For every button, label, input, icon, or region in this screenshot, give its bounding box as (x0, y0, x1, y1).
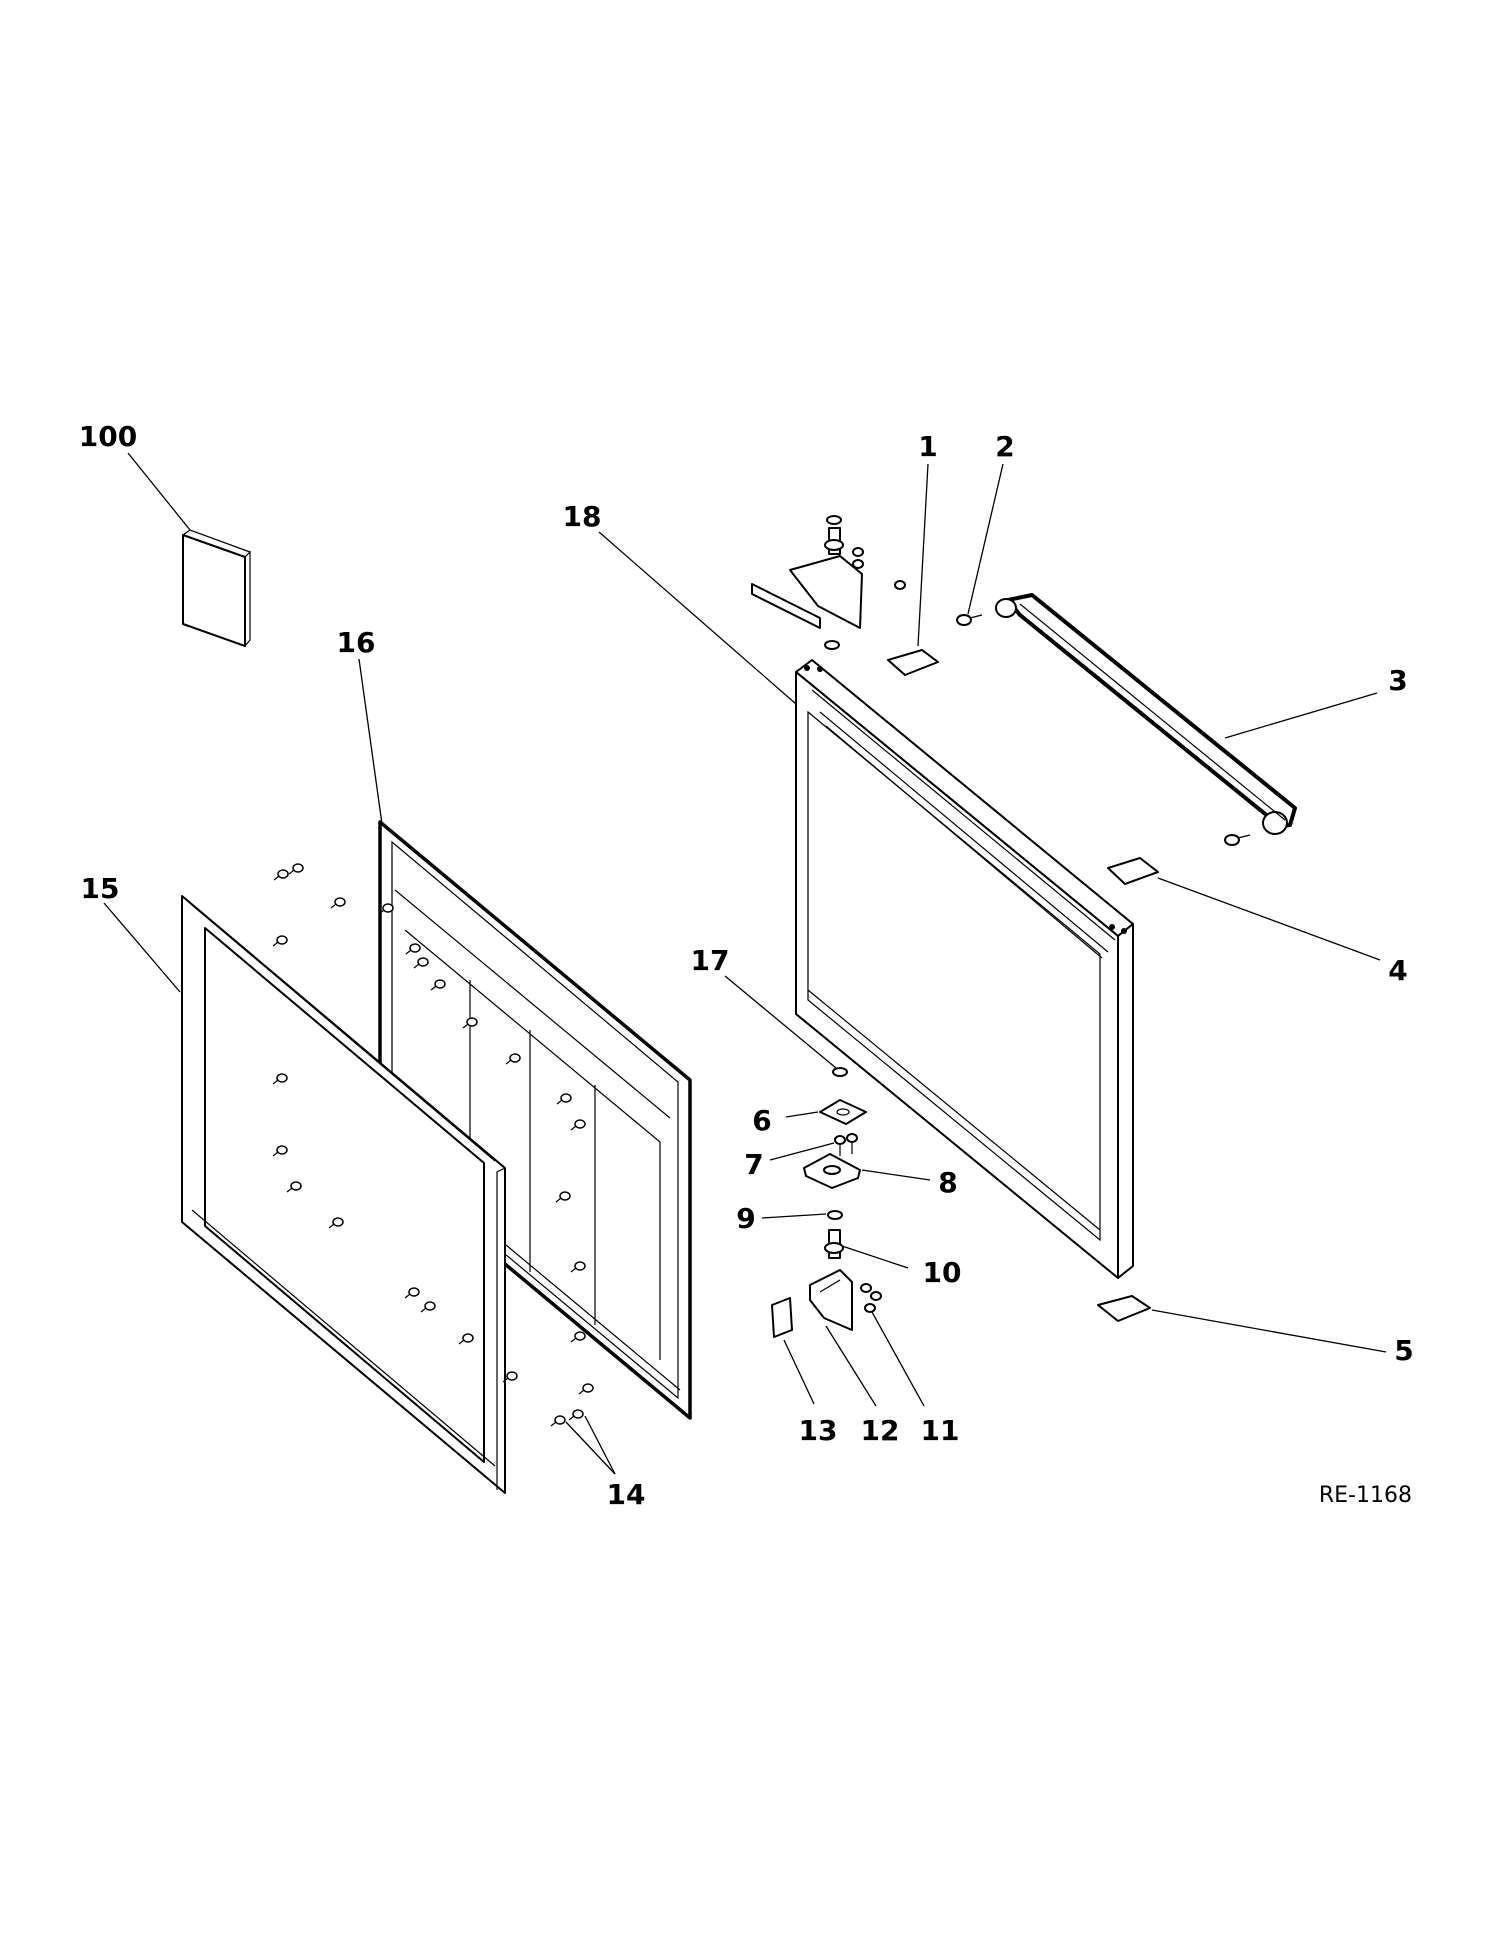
screw-26 (568, 1409, 584, 1421)
callout-9: 9 (736, 1202, 755, 1235)
part-17-washer (832, 1067, 848, 1077)
screw-9 (462, 1017, 478, 1029)
screw-10 (505, 1053, 521, 1065)
callout-16: 16 (337, 626, 376, 659)
callout-13: 13 (799, 1414, 838, 1447)
callout-1: 1 (918, 430, 937, 463)
callout-labels: 100 1 2 3 4 5 6 7 8 9 10 11 12 13 14 15 … (79, 420, 1414, 1511)
reference-code: RE-1168 (1319, 1483, 1412, 1508)
screw-12 (570, 1119, 586, 1131)
part-14-door-screws (272, 863, 594, 1427)
part-18-door-assembly (795, 659, 1134, 1279)
screw-24 (502, 1371, 518, 1383)
part-10-hinge-pin (824, 1229, 844, 1259)
callout-18: 18 (563, 500, 602, 533)
screw-3 (330, 897, 346, 909)
screw-7 (413, 957, 429, 969)
screw-19 (286, 1181, 302, 1193)
screw-13 (555, 1191, 571, 1203)
part-15-door-gasket (181, 895, 506, 1494)
part-11-hinge-screws (860, 1283, 882, 1313)
callout-17: 17 (691, 944, 730, 977)
callout-2: 2 (995, 430, 1014, 463)
screw-4 (272, 935, 288, 947)
part-2-handle-screw (956, 614, 983, 626)
upper-hinge-assembly (751, 515, 906, 650)
screw-17 (272, 1073, 288, 1085)
screw-20 (328, 1217, 344, 1229)
screw-6 (405, 943, 421, 955)
callout-10: 10 (923, 1256, 962, 1289)
screw-1 (273, 869, 289, 881)
part-4-end-cap (1107, 857, 1159, 885)
callout-12: 12 (861, 1414, 900, 1447)
part-6-hinge-shim (819, 1099, 867, 1125)
part-5-bottom-cap (1097, 1295, 1151, 1322)
callout-7: 7 (744, 1148, 763, 1181)
screw-2 (288, 863, 304, 875)
callout-3: 3 (1388, 664, 1407, 697)
leader-lines (103, 452, 1387, 1475)
part-9-washer (827, 1210, 843, 1220)
screw-22 (420, 1301, 436, 1313)
part-3-door-handle (995, 593, 1297, 835)
screw-25 (550, 1415, 566, 1427)
callout-14: 14 (607, 1478, 646, 1511)
part-1-top-cap (887, 649, 939, 676)
screw-16 (578, 1383, 594, 1395)
screw-21 (404, 1287, 420, 1299)
handle-lower-screw (1224, 834, 1251, 846)
screw-5 (378, 903, 394, 915)
part-7-hinge-screws (834, 1133, 858, 1156)
part-100-manual (182, 529, 251, 647)
screw-18 (272, 1145, 288, 1157)
part-13-hinge-plate (771, 1297, 793, 1338)
screw-11 (556, 1093, 572, 1105)
callout-5: 5 (1394, 1334, 1413, 1367)
callout-4: 4 (1388, 954, 1407, 987)
callout-15: 15 (81, 872, 120, 905)
callout-100: 100 (79, 420, 137, 453)
part-8-hinge-bracket (803, 1153, 861, 1189)
screw-14 (570, 1261, 586, 1273)
screw-8 (430, 979, 446, 991)
callout-11: 11 (921, 1414, 960, 1447)
screw-23 (458, 1333, 474, 1345)
callout-8: 8 (938, 1166, 957, 1199)
part-12-lower-hinge (809, 1269, 853, 1331)
callout-6: 6 (752, 1104, 771, 1137)
screw-15 (570, 1331, 586, 1343)
